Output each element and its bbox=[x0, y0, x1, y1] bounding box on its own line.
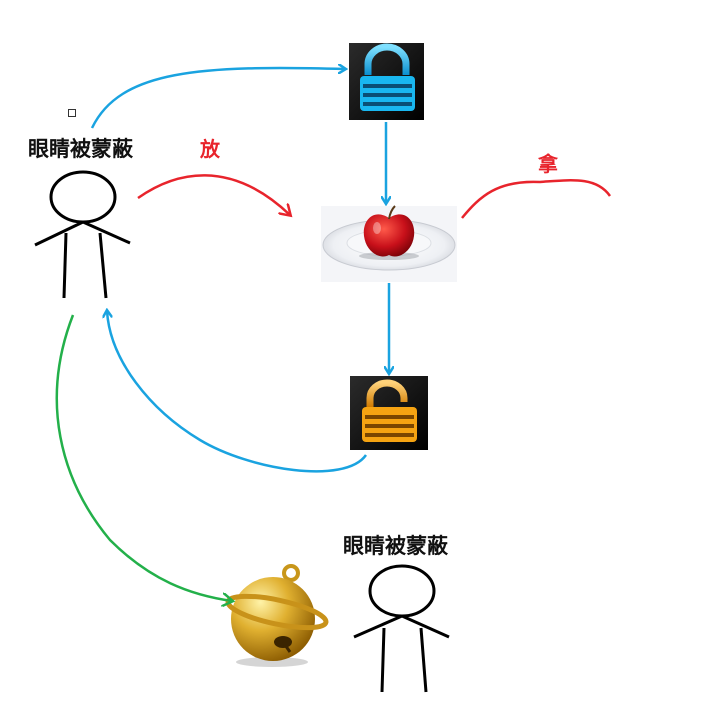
selection-handle[interactable] bbox=[68, 109, 76, 117]
locked-padlock-icon bbox=[349, 43, 424, 120]
person-bottom-label: 眼睛被蒙蔽 bbox=[343, 534, 449, 558]
person-to-lock-arrow bbox=[90, 68, 345, 129]
unlock-to-person-arrow bbox=[107, 311, 368, 473]
put-label: 放 bbox=[199, 137, 221, 161]
person-top-figure bbox=[34, 170, 131, 299]
person-bottom-figure bbox=[353, 564, 450, 693]
golden-bell-icon bbox=[225, 564, 329, 667]
unlocked-padlock-icon bbox=[350, 376, 428, 450]
take-label: 拿 bbox=[537, 152, 559, 176]
person-to-bell-arrow bbox=[55, 314, 232, 601]
take-curve bbox=[461, 179, 612, 219]
apple-on-plate-icon bbox=[321, 205, 457, 282]
put-arrow bbox=[137, 174, 290, 215]
person-top-label: 眼睛被蒙蔽 bbox=[28, 137, 134, 161]
